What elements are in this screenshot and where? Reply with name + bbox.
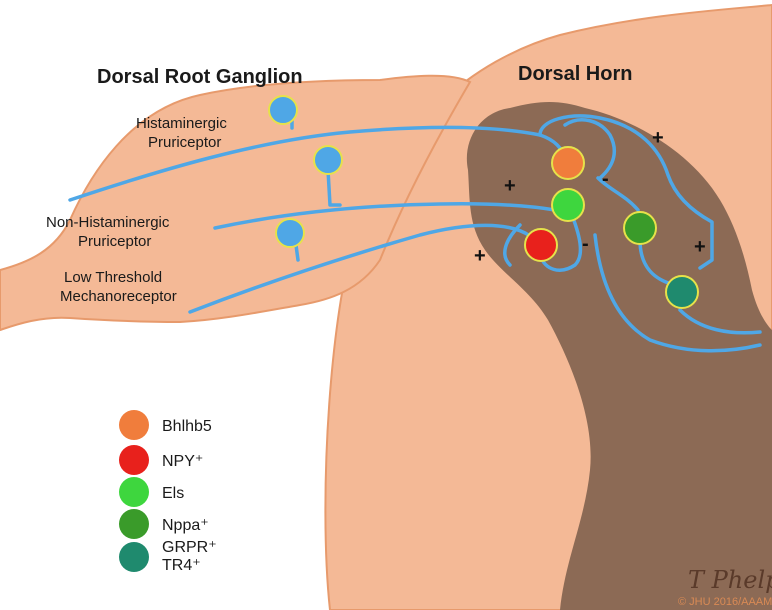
legend-label-bhlhb5: Bhlhb5	[162, 418, 212, 435]
legend-label-tr4: TR4⁺	[162, 557, 201, 574]
synapse-sign-3: -	[602, 168, 609, 190]
legend-swatch-bhlhb5	[119, 410, 149, 440]
legend-label-npy: NPY⁺	[162, 453, 203, 470]
interneuron-grpr-tr4	[666, 276, 698, 308]
synapse-sign-1: +	[652, 127, 664, 149]
legend-swatch-nppa	[119, 509, 149, 539]
label-mech-1: Low Threshold	[64, 269, 162, 286]
synapse-sign-5: +	[694, 236, 706, 258]
drg-cell-mechanoreceptor	[276, 219, 304, 247]
interneuron-els	[552, 189, 584, 221]
legend-label-nppa: Nppa⁺	[162, 517, 209, 534]
artist-signature: T Phelps	[688, 566, 772, 594]
axon-branch-3	[296, 245, 298, 260]
legend-swatch-npy	[119, 445, 149, 475]
legend-swatch-grpr-tr4	[119, 542, 149, 572]
legend: Bhlhb5 NPY⁺ Els Nppa⁺ GRPR⁺ TR4⁺	[119, 410, 217, 574]
drg-cell-histaminergic	[269, 96, 297, 124]
interneuron-nppa	[624, 212, 656, 244]
label-histaminergic-1: Histaminergic	[136, 115, 227, 132]
label-histaminergic-2: Pruriceptor	[148, 134, 221, 151]
dorsal-horn-title: Dorsal Horn	[518, 63, 632, 85]
synapse-sign-6: +	[474, 245, 486, 267]
label-mech-2: Mechanoreceptor	[60, 288, 177, 305]
copyright-credit: © JHU 2016/AAAM	[678, 596, 772, 608]
label-nonhist-1: Non-Histaminergic	[46, 214, 170, 231]
legend-swatch-els	[119, 477, 149, 507]
legend-label-els: Els	[162, 485, 184, 502]
synapse-sign-2: +	[504, 175, 516, 197]
legend-label-grpr: GRPR⁺	[162, 539, 217, 556]
drg-cell-non-histaminergic	[314, 146, 342, 174]
interneuron-bhlhb5	[552, 147, 584, 179]
drg-title: Dorsal Root Ganglion	[97, 66, 303, 88]
interneuron-npy	[525, 229, 557, 261]
label-nonhist-2: Pruriceptor	[78, 233, 151, 250]
synapse-sign-4: -	[582, 233, 589, 255]
